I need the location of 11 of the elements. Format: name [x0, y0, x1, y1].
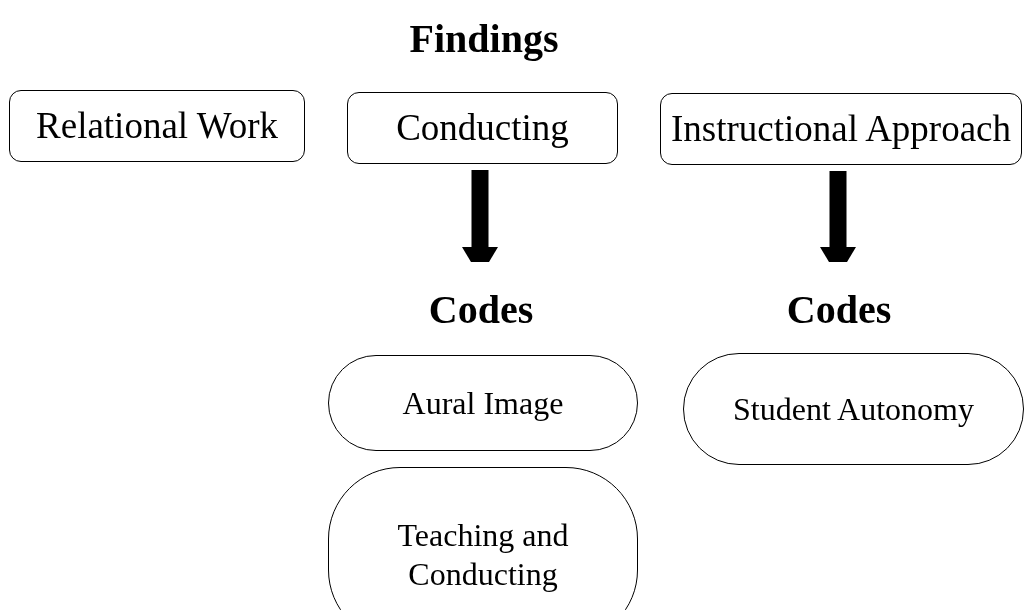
code-box [347, 92, 618, 164]
box-label: Instructional Approach [670, 106, 1012, 151]
code-box [328, 467, 638, 610]
code-box [9, 90, 305, 162]
box-label: Relational Work [36, 103, 278, 148]
box-label: Aural Image [402, 383, 564, 423]
box-label: Student Autonomy [733, 389, 974, 429]
code-box [660, 93, 1022, 165]
title: Findings [408, 15, 560, 63]
box-label: Conducting [396, 105, 569, 150]
box-label: Teaching and Conducting [396, 516, 570, 593]
